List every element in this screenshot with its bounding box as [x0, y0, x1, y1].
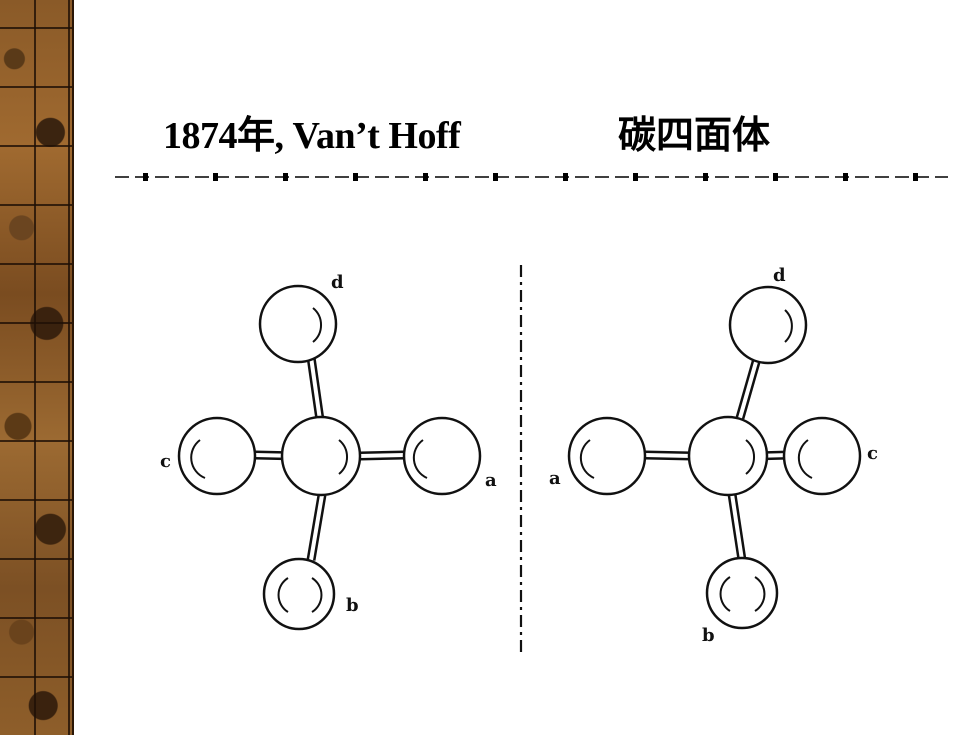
atom-b-right [705, 556, 779, 630]
label-a-left: a [485, 470, 497, 491]
label-d-left: d [331, 272, 344, 293]
left-molecule [177, 284, 482, 631]
dashed-divider [115, 173, 948, 181]
atom-d-left [258, 284, 338, 364]
atom-a-left [402, 416, 482, 496]
label-b-left: b [346, 595, 359, 616]
side-band-grid [0, 0, 72, 735]
carbon-atom-right [687, 415, 769, 497]
label-a-right: a [549, 468, 561, 489]
slide-title-year-author: 1874年, Van’t Hoff [163, 115, 461, 157]
label-c-left: c [160, 451, 171, 472]
right-molecule-labels: d a c b [549, 265, 878, 646]
atom-c-right [782, 416, 862, 496]
atom-b-left [262, 557, 336, 631]
label-c-right: c [867, 443, 878, 464]
right-molecule [567, 285, 862, 630]
label-d-right: d [773, 265, 786, 286]
atom-d-right [728, 285, 808, 365]
label-b-right: b [702, 625, 715, 646]
left-molecule-labels: d c a b [160, 272, 497, 616]
carbon-atom-left [280, 415, 362, 497]
slide-title-topic: 碳四面体 [618, 113, 771, 157]
